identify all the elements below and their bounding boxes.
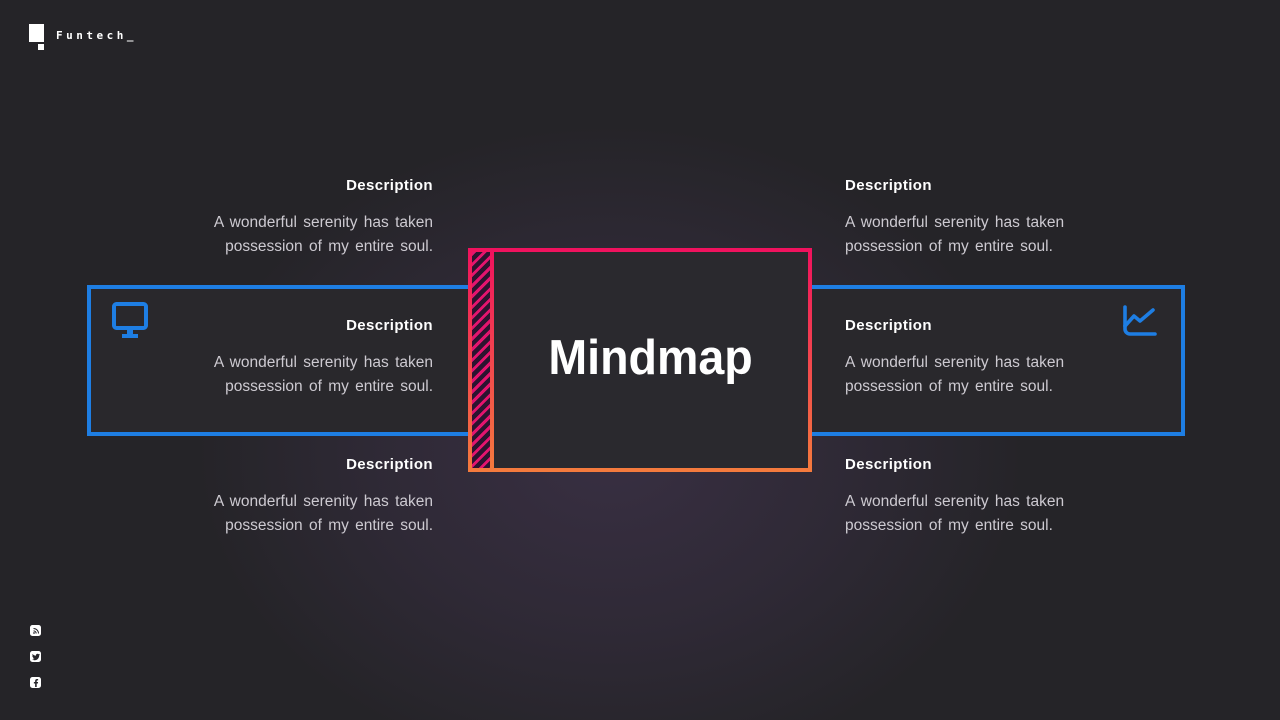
description-body: A wonderful serenity has taken possessio… xyxy=(213,214,433,255)
center-node-panel: Mindmap xyxy=(494,252,808,468)
description-block-middle-left: Description A wonderful serenity has tak… xyxy=(201,317,433,399)
description-body: A wonderful serenity has taken possessio… xyxy=(213,493,433,534)
center-node: Mindmap xyxy=(468,248,812,472)
description-block-bottom-left: Description A wonderful serenity has tak… xyxy=(201,456,433,538)
brand-name: Funtech_ xyxy=(56,29,137,42)
hatch-strip-decoration xyxy=(472,252,490,468)
line-chart-icon xyxy=(1123,305,1157,336)
description-title: Description xyxy=(845,177,932,194)
description-body: A wonderful serenity has taken possessio… xyxy=(213,354,433,395)
twitter-icon[interactable] xyxy=(30,651,41,662)
mindmap-title: Mindmap xyxy=(548,331,754,385)
description-block-top-left: Description A wonderful serenity has tak… xyxy=(201,177,433,259)
brand-mark-icon xyxy=(29,24,44,42)
social-links xyxy=(30,625,41,688)
description-block-middle-right: Description A wonderful serenity has tak… xyxy=(845,317,1077,399)
description-body: A wonderful serenity has taken possessio… xyxy=(845,214,1065,255)
description-title: Description xyxy=(346,177,433,194)
rss-icon[interactable] xyxy=(30,625,41,636)
facebook-icon[interactable] xyxy=(30,677,41,688)
brand-logo: Funtech_ xyxy=(29,24,189,54)
description-title: Description xyxy=(845,456,932,473)
monitor-icon xyxy=(112,302,148,338)
brand-mark-dot-icon xyxy=(38,44,44,50)
description-body: A wonderful serenity has taken possessio… xyxy=(845,493,1065,534)
description-block-top-right: Description A wonderful serenity has tak… xyxy=(845,177,1077,259)
description-title: Description xyxy=(346,317,433,334)
description-block-bottom-right: Description A wonderful serenity has tak… xyxy=(845,456,1077,538)
description-body: A wonderful serenity has taken possessio… xyxy=(845,354,1065,395)
description-title: Description xyxy=(346,456,433,473)
description-title: Description xyxy=(845,317,932,334)
